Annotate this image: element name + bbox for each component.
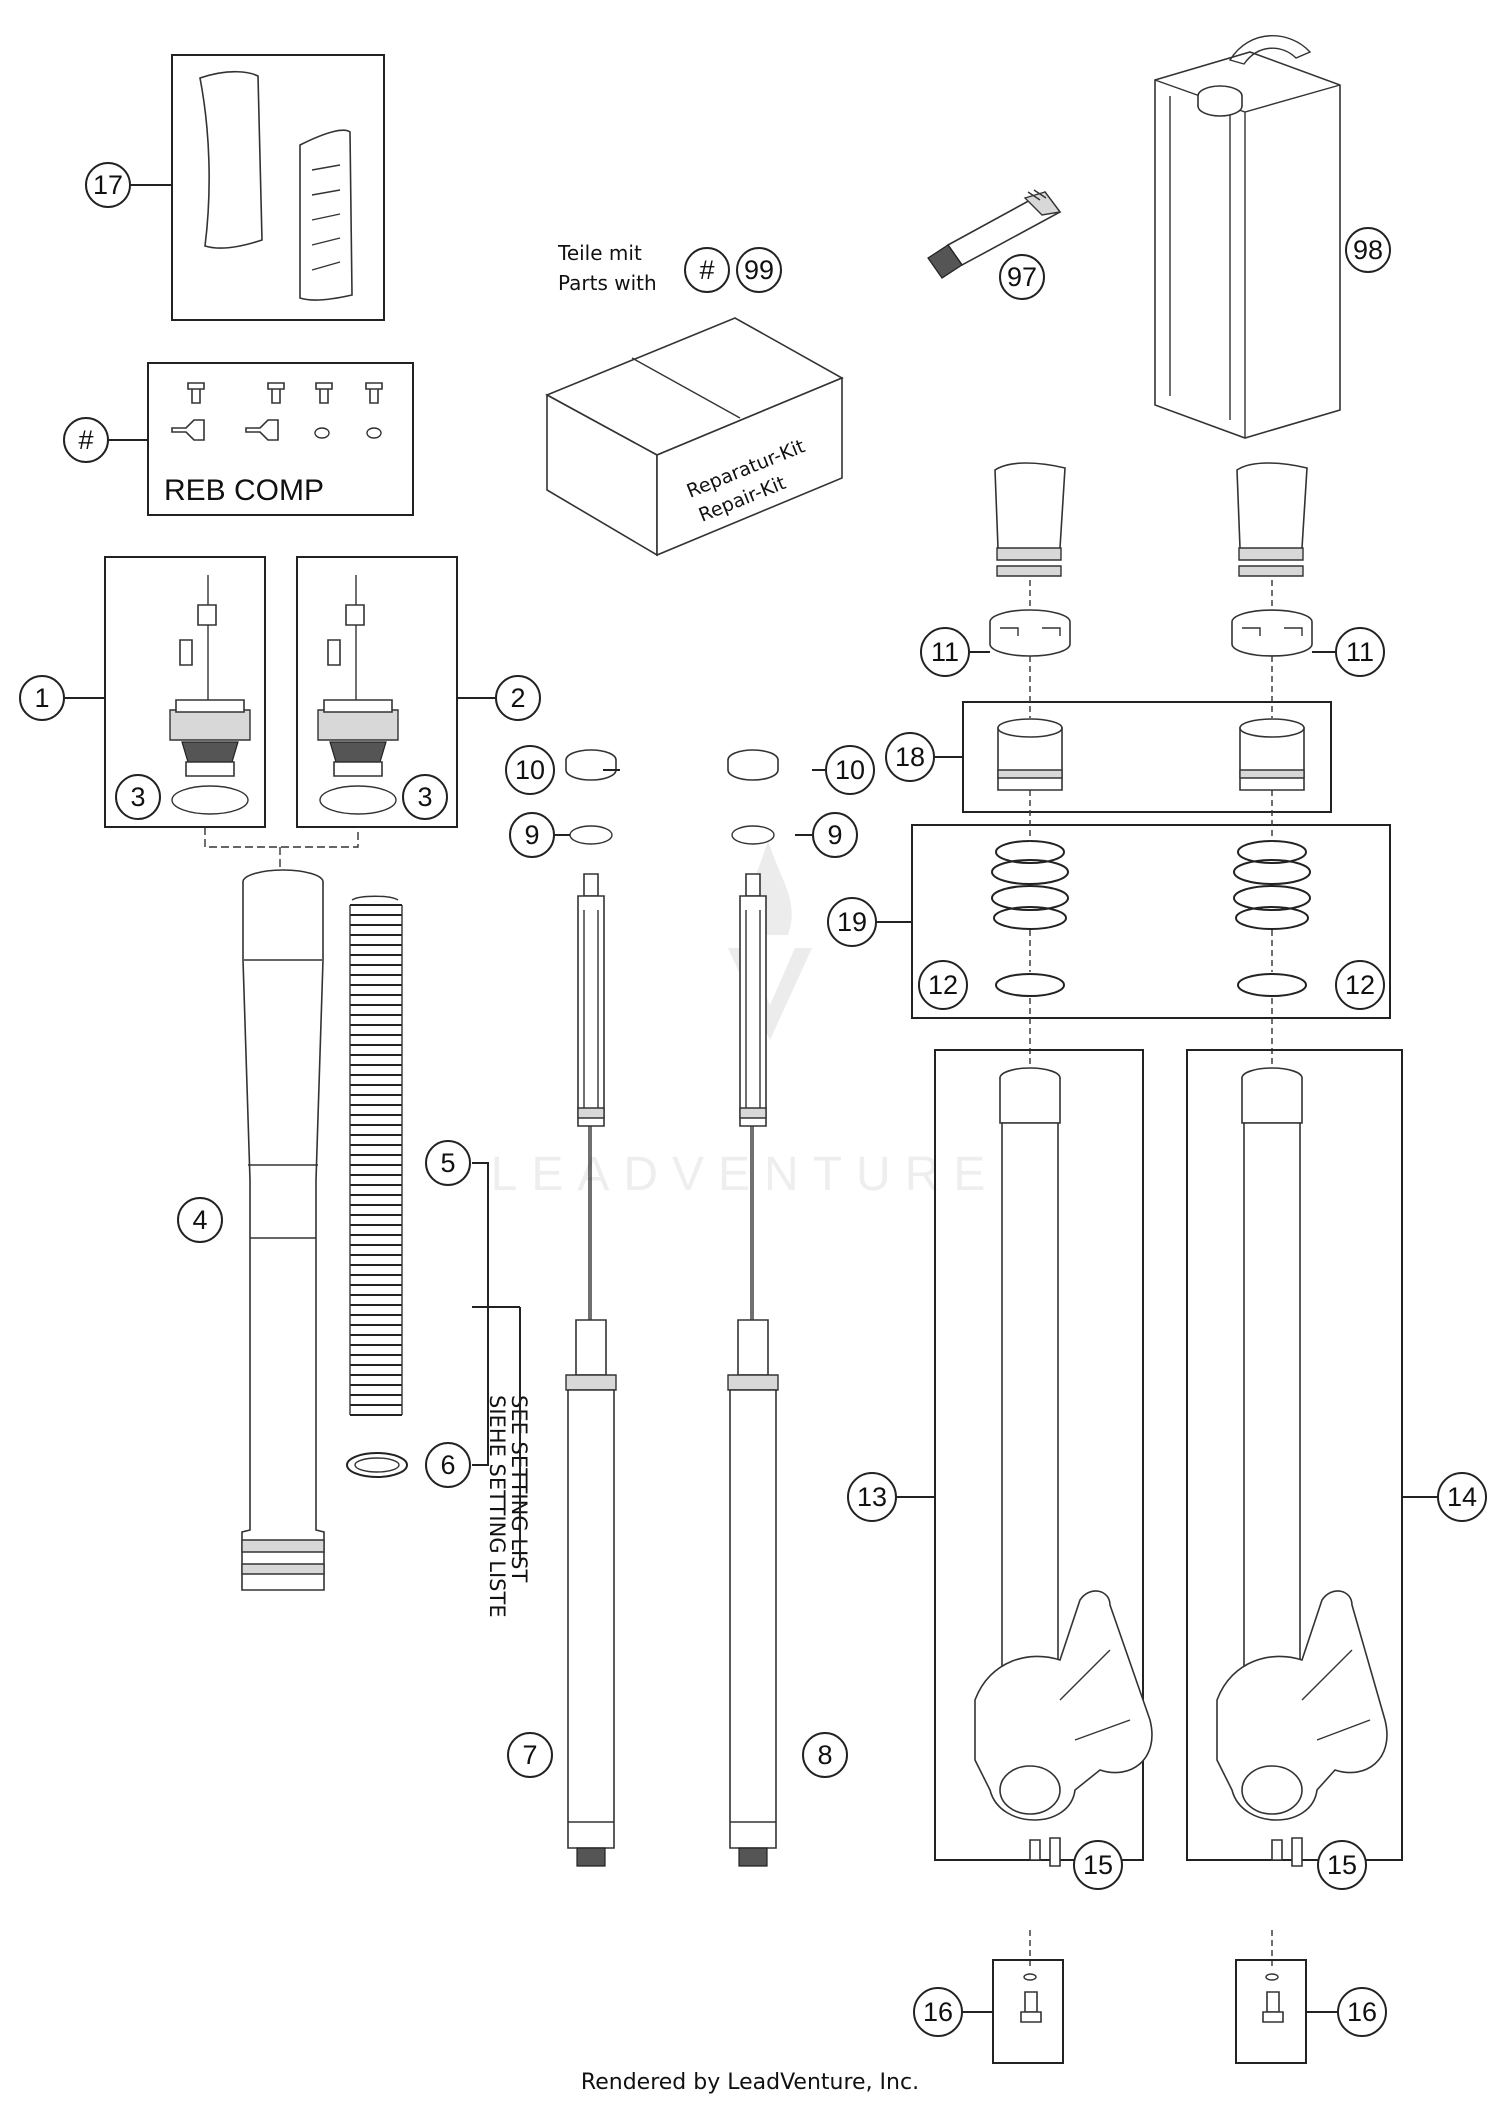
svg-text:10: 10 (515, 755, 545, 785)
svg-text:13: 13 (857, 1482, 887, 1512)
svg-text:3: 3 (417, 782, 432, 812)
callout-97: 97 (999, 254, 1045, 300)
part-14-lower-leg (1186, 1049, 1403, 1867)
setting-list-bracket: SIEHE SETTING LISTE SEE SETTING LIST (472, 1162, 531, 1618)
parts-with-de: Teile mit (557, 241, 642, 265)
part-5-spring (349, 895, 403, 1416)
repair-kit-box: Reparatur-Kit Repair-Kit (545, 317, 844, 557)
callout-12-right: 12 (1335, 960, 1385, 1010)
part-1-cap-assembly (62, 556, 266, 828)
svg-text:1: 1 (34, 683, 49, 713)
rendered-by-footer: Rendered by LeadVenture, Inc. (580, 2070, 920, 2095)
part-17-box (171, 54, 385, 321)
svg-text:7: 7 (522, 1740, 537, 1770)
svg-text:99: 99 (744, 255, 774, 285)
svg-text:97: 97 (1007, 262, 1037, 292)
callout-hash-note: # (684, 247, 730, 293)
svg-text:#: # (78, 425, 93, 455)
callout-98: 98 (1345, 227, 1391, 273)
setting-label-de: SIEHE SETTING LISTE (485, 1395, 509, 1618)
callout-4: 4 (177, 1197, 223, 1243)
callout-16-right: 16 (1337, 1987, 1387, 2037)
right-top-covers (994, 462, 1308, 577)
callout-16-left: 16 (913, 1987, 963, 2037)
part-2-cap-assembly (296, 556, 497, 828)
parts-with-en: Parts with (558, 271, 657, 295)
callout-10-left: 10 (505, 745, 555, 795)
callout-12-left: 12 (918, 960, 968, 1010)
part-7-cartridge (565, 749, 617, 1867)
callout-2: 2 (495, 675, 541, 721)
reb-comp-label: REB COMP (164, 474, 324, 507)
part-98-oil-canister (1154, 35, 1341, 439)
svg-text:8: 8 (817, 1740, 832, 1770)
svg-text:18: 18 (895, 742, 925, 772)
part-11-guides (989, 609, 1313, 657)
parts-with-note: Teile mit Parts with (557, 241, 657, 295)
callout-hash-kit: # (63, 417, 109, 463)
part-16-screws (962, 1959, 1338, 2064)
adjuster-kit: REB COMP (108, 362, 414, 516)
assembly-lines (1029, 580, 1273, 1970)
svg-text:9: 9 (524, 820, 539, 850)
svg-text:15: 15 (1083, 1850, 1113, 1880)
callout-11-left: 11 (920, 627, 970, 677)
callout-18: 18 (885, 732, 935, 782)
callout-leaders (555, 651, 1337, 836)
svg-text:16: 16 (923, 1997, 953, 2027)
callout-6: 6 (425, 1442, 471, 1488)
callout-15-right: 15 (1317, 1840, 1367, 1890)
svg-text:12: 12 (1345, 970, 1375, 1000)
callout-9-right: 9 (812, 812, 858, 858)
svg-text:#: # (699, 255, 714, 285)
part-97-grease-tube (927, 189, 1062, 279)
svg-text:6: 6 (440, 1450, 455, 1480)
svg-text:4: 4 (192, 1205, 207, 1235)
svg-text:17: 17 (93, 170, 123, 200)
part-1-box (104, 556, 266, 828)
svg-text:19: 19 (837, 907, 867, 937)
svg-text:2: 2 (510, 683, 525, 713)
svg-text:9: 9 (827, 820, 842, 850)
part-18-bushings (962, 701, 1332, 813)
svg-text:11: 11 (1346, 637, 1374, 667)
callout-7: 7 (507, 1732, 553, 1778)
part-8-cartridge (727, 749, 779, 1867)
callout-15-left: 15 (1073, 1840, 1123, 1890)
callout-3-right: 3 (402, 774, 448, 820)
svg-text:3: 3 (130, 782, 145, 812)
svg-text:14: 14 (1447, 1482, 1477, 1512)
part-6-washer (346, 1452, 408, 1478)
part-4-outer-tube (241, 869, 325, 1591)
callout-9-left: 9 (509, 812, 555, 858)
svg-text:5: 5 (440, 1148, 455, 1178)
callout-99: 99 (736, 247, 782, 293)
callout-8: 8 (802, 1732, 848, 1778)
callout-19: 19 (827, 897, 877, 947)
svg-text:10: 10 (835, 755, 865, 785)
callout-14: 14 (1437, 1472, 1487, 1522)
part-2-box (296, 556, 458, 828)
callout-13: 13 (847, 1472, 897, 1522)
watermark-text: LEADVENTURE (491, 1148, 1000, 1201)
part-13-lower-leg (934, 1049, 1153, 1867)
cap-leader (204, 827, 359, 870)
svg-text:15: 15 (1327, 1850, 1357, 1880)
callout-10-right: 10 (825, 745, 875, 795)
part-17-decals (130, 54, 385, 321)
svg-text:98: 98 (1353, 235, 1383, 265)
callout-11-right: 11 (1335, 627, 1385, 677)
svg-text:12: 12 (928, 970, 958, 1000)
callout-3-left: 3 (115, 774, 161, 820)
part-19-box (911, 824, 1391, 1019)
callout-17: 17 (85, 162, 131, 208)
callout-5: 5 (425, 1140, 471, 1186)
svg-text:16: 16 (1347, 1997, 1377, 2027)
callout-1: 1 (19, 675, 65, 721)
svg-text:11: 11 (931, 637, 959, 667)
